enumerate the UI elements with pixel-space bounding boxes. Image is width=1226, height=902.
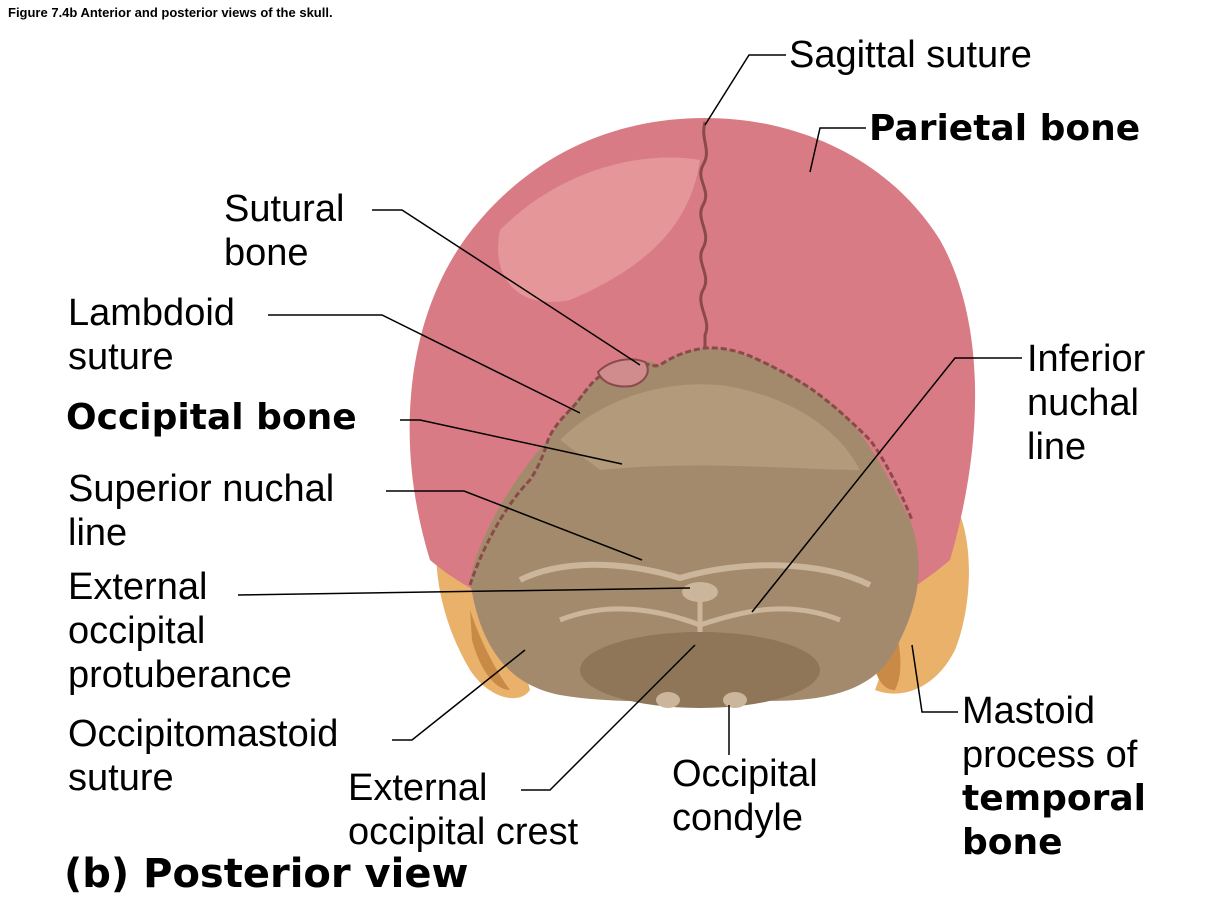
leader-lines <box>237 54 1022 791</box>
occipital-condyle-right <box>723 692 747 708</box>
leader-lambdoid-suture <box>268 314 581 414</box>
leader-superior-nuchal-line <box>386 490 643 561</box>
label-sutural-bone: Sutural bone <box>224 187 344 275</box>
superior-nuchal-line-shape <box>518 561 872 588</box>
label-line: occipital <box>68 610 206 652</box>
label-occipital-condyle: Occipital condyle <box>672 752 818 840</box>
label-sagittal-suture: Sagittal suture <box>789 33 1032 77</box>
label-lambdoid-suture: Lambdoid suture <box>68 291 235 379</box>
label-occipital-bone: Occipital bone <box>66 396 357 440</box>
lambdoid-suture-path <box>468 346 914 586</box>
label-inferior-nuchal-line: Inferior nuchal line <box>1027 337 1145 469</box>
label-line: bone <box>962 822 1063 863</box>
label-line: Parietal bone <box>869 108 1141 149</box>
leader-occipitomastoid-suture <box>392 649 526 741</box>
label-line: protuberance <box>68 654 292 696</box>
label-line: process of <box>962 734 1138 776</box>
view-caption: (b) Posterior view <box>64 851 469 897</box>
label-line: suture <box>68 757 174 799</box>
label-line: External <box>348 767 488 809</box>
leader-parietal-bone <box>809 127 866 173</box>
leader-mastoid-process <box>911 644 958 713</box>
label-line: Sagittal suture <box>789 34 1032 76</box>
label-line: Inferior <box>1027 338 1146 380</box>
label-line: line <box>68 512 128 554</box>
leader-sutural-bone <box>372 209 641 366</box>
label-parietal-bone: Parietal bone <box>869 107 1140 151</box>
mastoid-process-left <box>470 610 510 690</box>
label-superior-nuchal-line: Superior nuchal line <box>68 467 334 555</box>
foramen-shadow <box>580 632 820 708</box>
label-occipitomastoid-suture: Occipitomastoid suture <box>68 712 338 800</box>
label-line: line <box>1027 426 1087 468</box>
label-line: Superior nuchal <box>68 468 335 510</box>
label-line: suture <box>68 336 174 378</box>
leader-occipital-bone <box>400 419 623 465</box>
leader-external-occipital-protuberance <box>237 587 691 596</box>
figure-title: Figure 7.4b Anterior and posterior views… <box>8 5 333 20</box>
leader-sagittal-suture <box>704 54 786 126</box>
occipital-condyle-left <box>656 692 680 708</box>
label-line: Occipital <box>672 753 818 795</box>
leader-inferior-nuchal-line <box>751 357 1022 613</box>
external-occipital-protuberance-shape <box>682 582 718 602</box>
label-line: Occipitomastoid <box>68 713 339 755</box>
label-line: bone <box>224 232 309 274</box>
occipital-highlight <box>560 384 860 470</box>
label-external-occipital-crest: External occipital crest <box>348 766 578 854</box>
label-external-occipital-protuberance: External occipital protuberance <box>68 565 292 697</box>
parietal-highlight <box>498 157 700 302</box>
label-line: temporal <box>962 778 1147 819</box>
label-line: nuchal <box>1027 382 1139 424</box>
label-line: occipital crest <box>348 811 579 853</box>
label-line: Sutural <box>224 188 345 230</box>
label-line: Mastoid <box>962 690 1096 732</box>
leader-external-occipital-crest <box>521 644 696 791</box>
sutural-bone-shape <box>596 358 649 388</box>
label-line: Lambdoid <box>68 292 235 334</box>
label-mastoid-process: Mastoid process of temporal bone <box>962 689 1146 865</box>
label-line: condyle <box>672 797 803 839</box>
label-line: Occipital bone <box>66 397 357 438</box>
sagittal-suture-path <box>699 121 709 348</box>
label-line: External <box>68 566 208 608</box>
